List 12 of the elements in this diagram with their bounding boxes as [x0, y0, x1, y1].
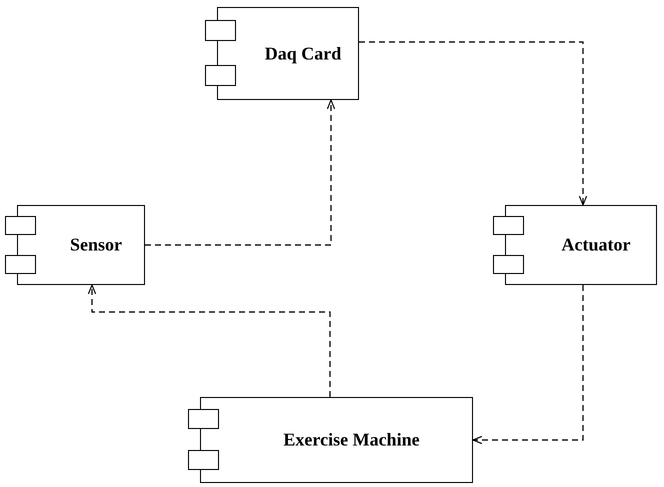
dependency-arrow — [472, 285, 584, 444]
component-box — [205, 7, 359, 100]
dependency-arrow — [88, 284, 331, 397]
dependency-arrow — [145, 99, 336, 246]
component-name: Actuator — [562, 234, 630, 256]
component-name: Sensor — [70, 234, 122, 256]
component-name: Exercise Machine — [283, 430, 420, 450]
component-name: Daq Card — [264, 43, 342, 64]
component-box — [188, 397, 473, 483]
component-box — [493, 205, 657, 285]
component-box — [5, 205, 145, 285]
dependency-arrow — [359, 41, 588, 206]
